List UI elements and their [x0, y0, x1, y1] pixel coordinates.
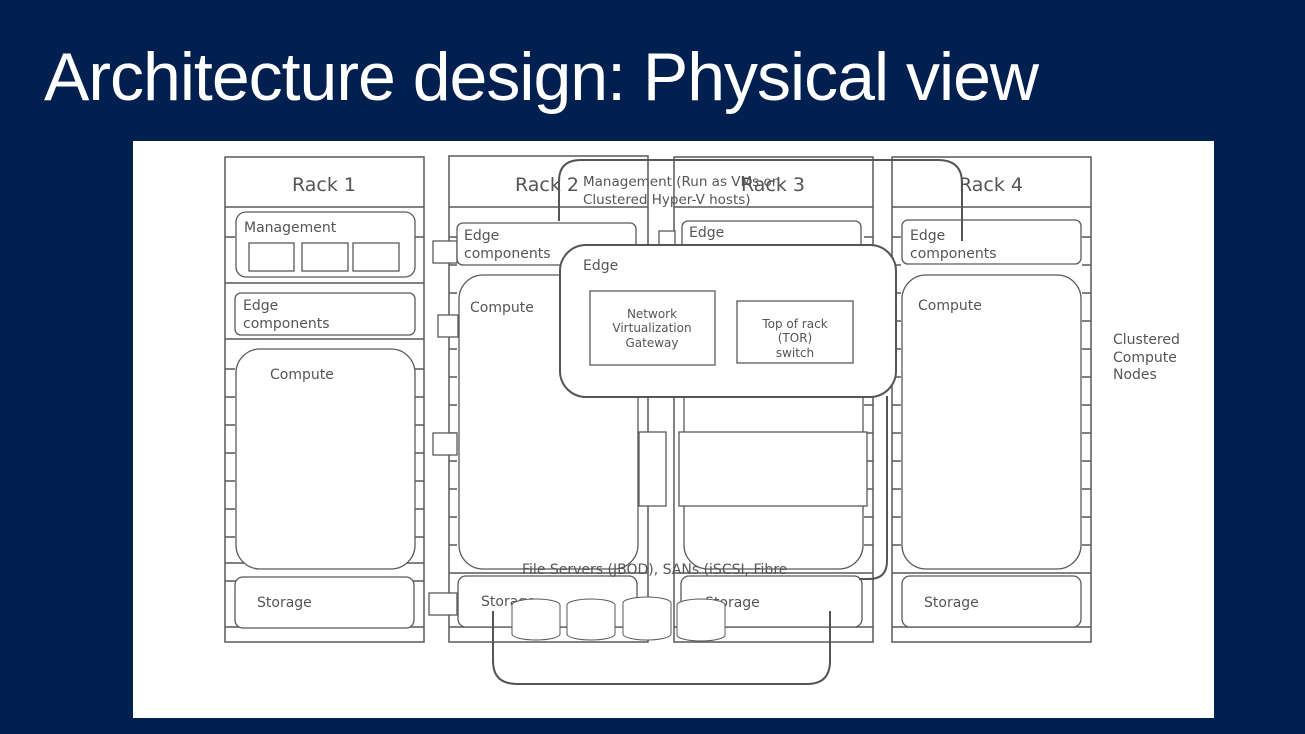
rack-4-label: Rack 4	[959, 174, 1023, 196]
rack-2-connector-3	[432, 432, 458, 456]
rack-1-storage-box	[234, 576, 415, 629]
rack-2-connector-2	[437, 314, 459, 338]
rack-4-edge-line1: Edge	[910, 228, 945, 244]
rack-4-edge-box	[901, 219, 1082, 265]
management-callout-line1: Management (Run as VMs on	[583, 174, 780, 190]
rack-4-storage-label: Storage	[924, 595, 979, 611]
rack-2-connector-4	[428, 592, 458, 616]
management-callout-line2: Clustered Hyper-V hosts)	[583, 192, 751, 208]
diagram-canvas: Rack 1 Management Edge components Comput…	[133, 141, 1214, 718]
management-callout-inner-box	[638, 431, 667, 507]
rack-4-compute-label: Compute	[918, 298, 982, 314]
rack-2-compute-label: Compute	[470, 300, 534, 316]
management-server-3	[352, 242, 400, 272]
rack-2-edge-line2: components	[464, 246, 551, 262]
rack-4-edge-line2: components	[910, 246, 997, 262]
tor-line3: switch	[776, 346, 814, 360]
rack-4: Rack 4 Edge components Compute Storage	[891, 156, 1092, 643]
rack-4-storage-box	[901, 575, 1082, 628]
rack-3-label: Rack 3	[741, 174, 805, 196]
rack-1-compute-label: Compute	[270, 367, 334, 383]
management-callout-right-box	[678, 431, 868, 507]
rack-1: Rack 1 Management Edge components Comput…	[224, 156, 425, 643]
management-server-1	[248, 242, 295, 272]
rack-4-compute-box	[901, 274, 1082, 570]
slide-title: Architecture design: Physical view	[44, 39, 1039, 115]
rack-1-edge-line2: components	[243, 316, 330, 332]
architecture-diagram: Rack 1 Management Edge components Comput…	[224, 155, 1180, 685]
network-virtualization-gateway	[589, 290, 716, 366]
clustered-compute-label: Clustered Compute Nodes	[1113, 332, 1180, 383]
management-callout: Management (Run as VMs on Clustered Hype…	[558, 159, 963, 580]
rack-2-edge-line1: Edge	[464, 228, 499, 244]
rack-2-label: Rack 2	[515, 174, 579, 196]
clustered-line3: Nodes	[1113, 367, 1157, 383]
clustered-line1: Clustered	[1113, 332, 1180, 348]
tor-line1: Top of rack	[761, 317, 827, 331]
rack-2-connector-1	[432, 240, 458, 264]
storage-disks	[511, 596, 726, 642]
tor-line2: (TOR)	[778, 331, 812, 345]
rack-1-management-label: Management	[244, 220, 337, 236]
management-server-2	[301, 242, 349, 272]
rack-1-edge-box	[234, 292, 416, 336]
gateway-line2: Virtualization	[612, 321, 691, 335]
gateway-line3: Gateway	[625, 336, 678, 350]
top-of-rack-switch	[736, 300, 854, 364]
rack-1-storage-label: Storage	[257, 595, 312, 611]
gateway-line1: Network	[627, 307, 677, 321]
storage-callout: File Servers (JBOD), SANs (iSCSI, Fibre	[492, 562, 831, 685]
rack-1-compute-box	[235, 348, 416, 570]
clustered-line2: Compute	[1113, 350, 1177, 366]
rack-1-edge-line1: Edge	[243, 298, 278, 314]
edge-popup-label: Edge	[583, 258, 618, 274]
rack-3-edge-line1: Edge	[689, 225, 724, 241]
storage-callout-text: File Servers (JBOD), SANs (iSCSI, Fibre	[522, 562, 787, 578]
edge-popup: Edge Network Virtualization Gateway Top …	[559, 244, 897, 398]
rack-1-label: Rack 1	[292, 174, 356, 196]
